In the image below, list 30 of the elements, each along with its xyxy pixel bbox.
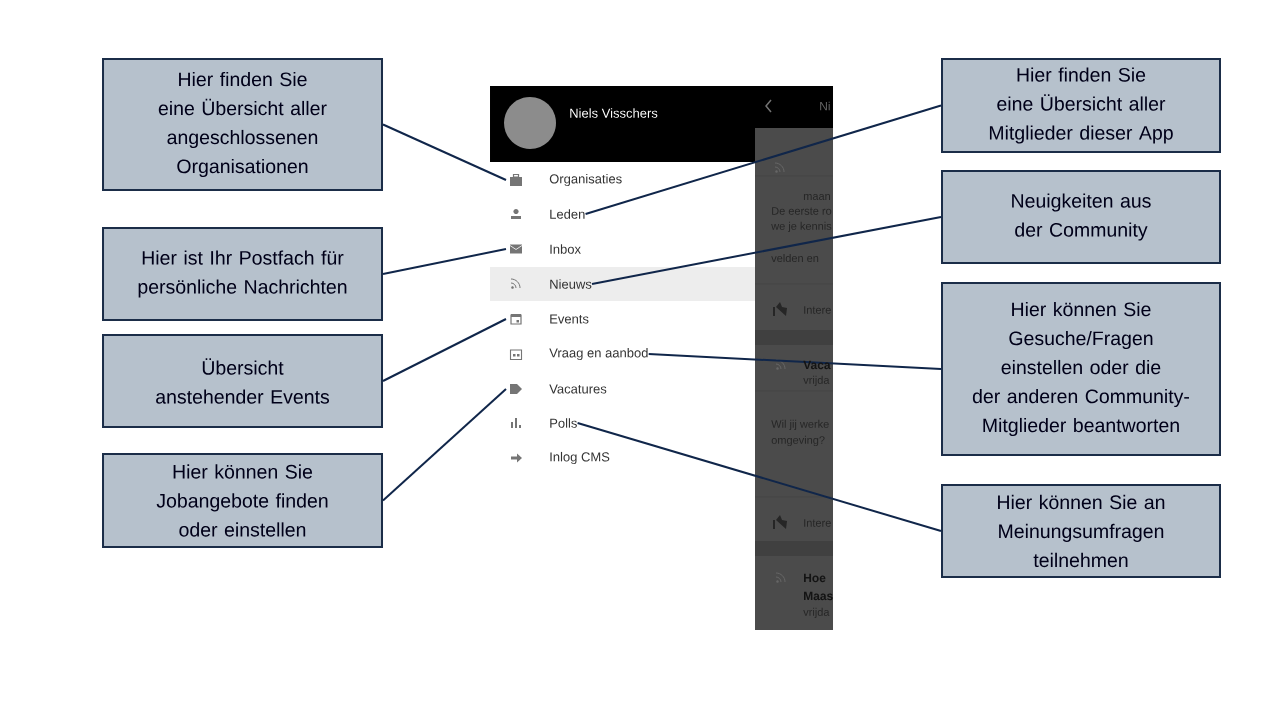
feed-text: Ni [820,101,830,111]
menu-item: Events [550,314,589,324]
callout-box: Hier finden Sie eine Übersicht aller angeschlossenen Organisationen [102,58,383,191]
menu-item: Nieuws [550,279,592,289]
menu-item: Organisaties [549,173,622,187]
feed-text: Maas [804,591,833,601]
feed-text: Vaca [803,360,831,370]
leader-line [576,422,942,532]
callout-box: Neuigkeiten aus der Community [941,170,1221,264]
callout-box: Hier können Sie Gesuche/Fragen einstellen oder die der anderen Community-Mitglieder beantworten [941,282,1221,456]
menu-item: Inbox [550,244,581,254]
leader-line [382,388,507,502]
callout-box: Hier können Sie an Meinungsumfragen teilnehmen [941,484,1221,578]
callout-box: Hier können Sie Jobangebote finden oder einstellen [102,453,383,548]
menu-item: Inlog CMS [550,451,610,465]
leader-line [647,353,942,370]
menu-item: Polls [550,418,577,428]
leader-line [584,104,942,215]
callout-box: Hier finden Sie eine Übersicht aller Mitglieder dieser App [941,58,1221,153]
leader-line [382,248,507,275]
callout-box: Hier ist Ihr Postfach für persönliche Nachrichten [102,227,383,321]
leader-line [591,216,942,285]
feed-text: Hoe [804,573,826,583]
menu-item: Leden [550,209,585,219]
menu-item: Vacatures [549,384,607,394]
menu-item: Vraag en aanbod [549,347,648,361]
user-name: Niels Visschers [570,108,658,118]
leader-line [382,318,507,382]
callout-box: Übersicht anstehender Events [102,334,383,428]
leader-line [382,123,507,181]
